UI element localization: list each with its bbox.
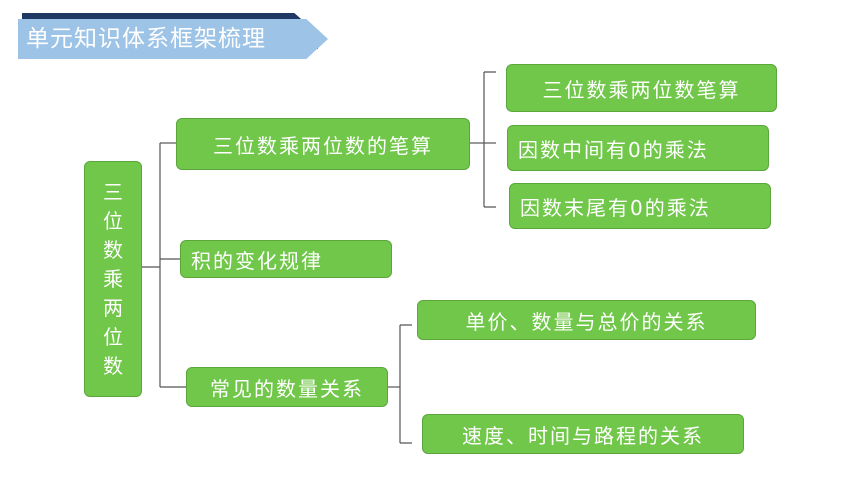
root-char: 两 (103, 295, 123, 320)
page-title: 单元知识体系框架梳理 (18, 19, 328, 59)
root-topic: 三 位 数 乘 两 位 数 (84, 161, 142, 397)
connector-branch-3-bracket (399, 324, 412, 444)
branch-quantity-relations: 常见的数量关系 (186, 367, 388, 407)
leaf-zero-end: 因数末尾有0的乘法 (509, 183, 771, 229)
leaf-zero-middle: 因数中间有0的乘法 (507, 125, 769, 171)
root-char: 乘 (103, 266, 123, 291)
connector-branch-1-bracket (483, 71, 496, 208)
root-char: 三 (103, 179, 123, 204)
branch-written-calculation: 三位数乘两位数的笔算 (176, 118, 470, 170)
root-char: 数 (103, 353, 123, 378)
root-char: 数 (103, 237, 123, 262)
leaf-speed-time-distance: 速度、时间与路程的关系 (422, 414, 744, 454)
branch-product-change-rule: 积的变化规律 (180, 240, 392, 278)
root-char: 位 (103, 208, 123, 233)
leaf-price-quantity-total: 单价、数量与总价的关系 (417, 300, 756, 340)
leaf-three-digit-written: 三位数乘两位数笔算 (506, 64, 777, 112)
root-char: 位 (103, 324, 123, 349)
